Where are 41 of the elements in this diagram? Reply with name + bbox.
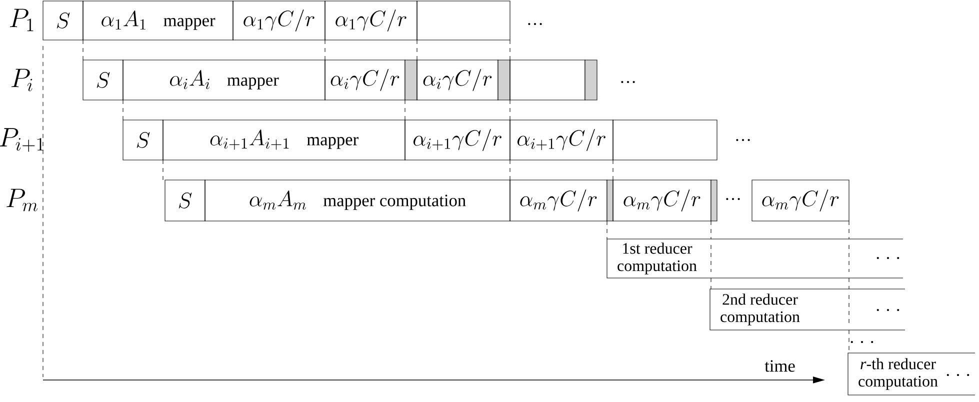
alignment-line <box>82 40 84 60</box>
task-box: $\alpha_{i+1}\gamma C/r$ <box>404 120 510 160</box>
task-box: $\alpha_{i+1}\gamma C/r$ <box>510 120 614 160</box>
task-box: $S$ <box>82 60 124 100</box>
empty-box <box>416 0 510 40</box>
gap-bar <box>606 180 614 222</box>
ellipsis: . . . <box>946 374 970 376</box>
task-box: $S$ <box>42 0 84 40</box>
alignment-line <box>324 40 326 60</box>
alignment-line <box>404 100 406 120</box>
mapper-box: $\alpha_m A_m$ mapper computation <box>204 180 510 222</box>
axis-label: time <box>764 360 795 372</box>
ellipsis: … <box>736 138 750 142</box>
ellipsis: . . . <box>876 308 900 312</box>
gap-bar <box>584 60 598 100</box>
ellipsis: . . . <box>850 340 874 344</box>
ellipsis: … <box>528 22 542 26</box>
task-box: $S$ <box>122 120 164 160</box>
empty-box <box>612 120 718 160</box>
task-box: $\alpha_1\gamma C/r$ <box>324 0 418 40</box>
task-box: $\alpha_1\gamma C/r$ <box>232 0 326 40</box>
mapper-box: $\alpha_{i+1} A_{i+1}$ mapper <box>162 120 406 160</box>
alignment-line <box>848 278 850 290</box>
processor-label: $P_{i+1}$ <box>0 128 44 152</box>
alignment-line <box>416 40 418 60</box>
alignment-line <box>710 278 712 290</box>
gap-bar <box>498 60 510 100</box>
task-box: $S$ <box>164 180 206 222</box>
ellipsis: . . . <box>876 256 900 260</box>
mapper-box: $\alpha_1 A_1$ mapper <box>82 0 234 40</box>
ellipsis: … <box>621 80 635 84</box>
alignment-line <box>122 100 124 120</box>
gap-bar <box>404 60 418 100</box>
task-box: $\alpha_m\gamma C/r$ <box>752 180 850 222</box>
processor-label: $P_m$ <box>6 188 38 212</box>
ellipsis: … <box>726 198 740 200</box>
mapper-box: $\alpha_i A_i$ mapper <box>122 60 326 100</box>
alignment-line <box>612 160 614 180</box>
alignment-line <box>162 160 164 180</box>
gap-bar <box>710 180 718 222</box>
processor-label: $P_i$ <box>11 68 32 92</box>
